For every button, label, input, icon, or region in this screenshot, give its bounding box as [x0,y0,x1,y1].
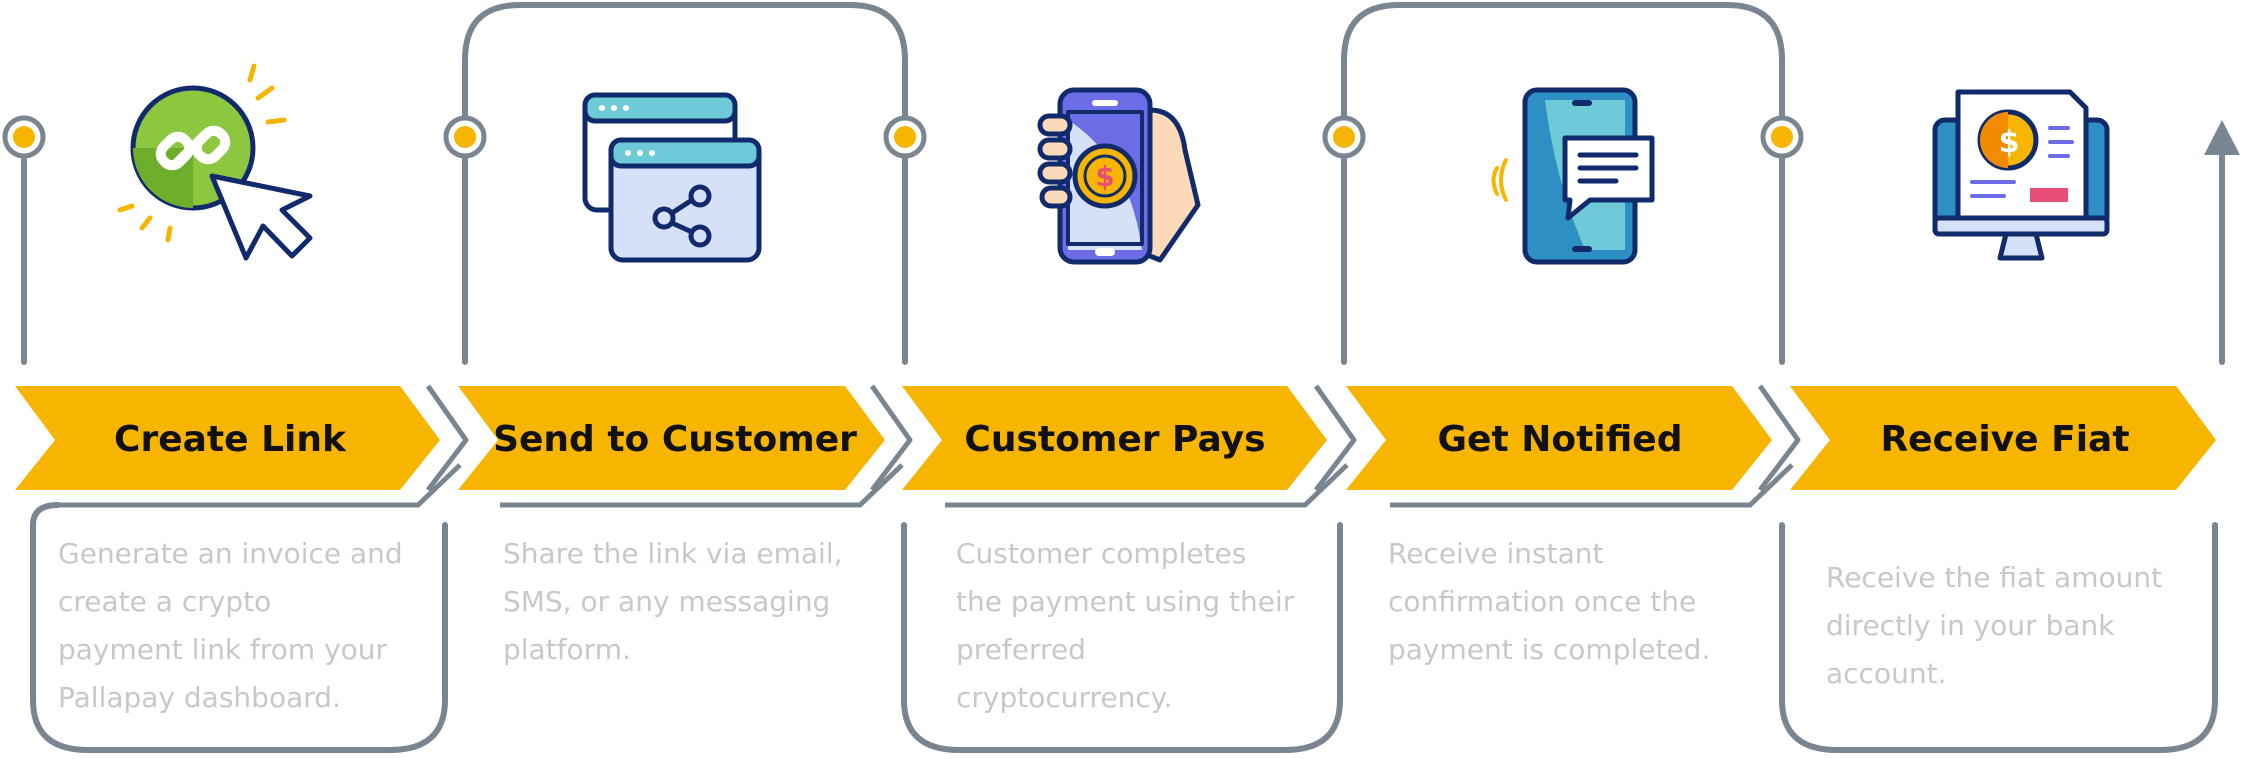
bottom-bracket-3 [901,522,1343,753]
phone-pay-icon: $ [1037,87,1201,265]
chevron-1 [15,386,440,490]
step-4-desc-line: Receive instant [1388,537,1604,570]
step-3-desc-line: Customer completes [956,537,1247,570]
svg-text:$: $ [1095,160,1114,193]
step-1-desc-line: create a crypto [58,585,272,618]
step-5-description: Receive the fiat amount directly in your… [1826,554,2196,698]
top-bracket-4 [1341,2,1785,365]
step-1-desc-line: Generate an invoice and [58,537,403,570]
step-2-desc-line: Share the link via email, [503,537,843,570]
up-arrow-icon [2204,120,2240,155]
step-3-title: Customer Pays [964,419,1266,460]
step-2-desc-line: SMS, or any messaging [503,585,831,618]
step-4-description: Receive instant confirmation once the pa… [1388,530,1758,674]
step-5-title: Receive Fiat [1880,419,2130,460]
svg-text:$: $ [1999,125,2020,160]
step-1-desc-line: payment link from your [58,633,388,666]
step-2-description: Share the link via email, SMS, or any me… [503,530,873,674]
top-bracket-2 [462,2,908,365]
step-5-desc-line: account. [1826,657,1947,690]
step-5-desc-line: Receive the fiat amount [1826,561,2163,594]
step-3-description: Customer completes the payment using the… [956,530,1326,722]
bottom-bracket-1 [30,502,448,753]
chevron-2 [458,386,885,490]
step-3-desc-line: the payment using their [956,585,1295,618]
step-1-title: Create Link [114,419,346,460]
step-4-desc-line: confirmation once the [1388,585,1697,618]
step-2-desc-line: platform. [503,633,631,666]
chevron-5 [1790,386,2216,490]
browser-share-icon [582,92,762,263]
chevron-underlines [58,463,1794,508]
step-1-desc-line: Pallapay dashboard. [58,681,341,714]
step-2-title: Send to Customer [493,419,857,460]
step-3-desc-line: preferred [956,633,1086,666]
node-dots [2,115,1804,159]
monitor-invoice-icon: $ [1932,89,2110,261]
phone-notification-icon [1491,87,1655,265]
connector-lines [21,2,2225,753]
step-1-description: Generate an invoice and create a crypto … [58,530,428,722]
chevron-outlines [425,384,1801,492]
chevron-4 [1346,386,1772,490]
click-link-icon [117,63,313,261]
chevron-3 [902,386,1327,490]
step-4-desc-line: payment is completed. [1388,633,1711,666]
bottom-bracket-5 [1779,522,2218,753]
step-5-desc-line: directly in your bank [1826,609,2115,642]
step-chevrons [15,386,2216,490]
step-3-desc-line: cryptocurrency. [956,681,1173,714]
step-4-title: Get Notified [1437,419,1683,460]
